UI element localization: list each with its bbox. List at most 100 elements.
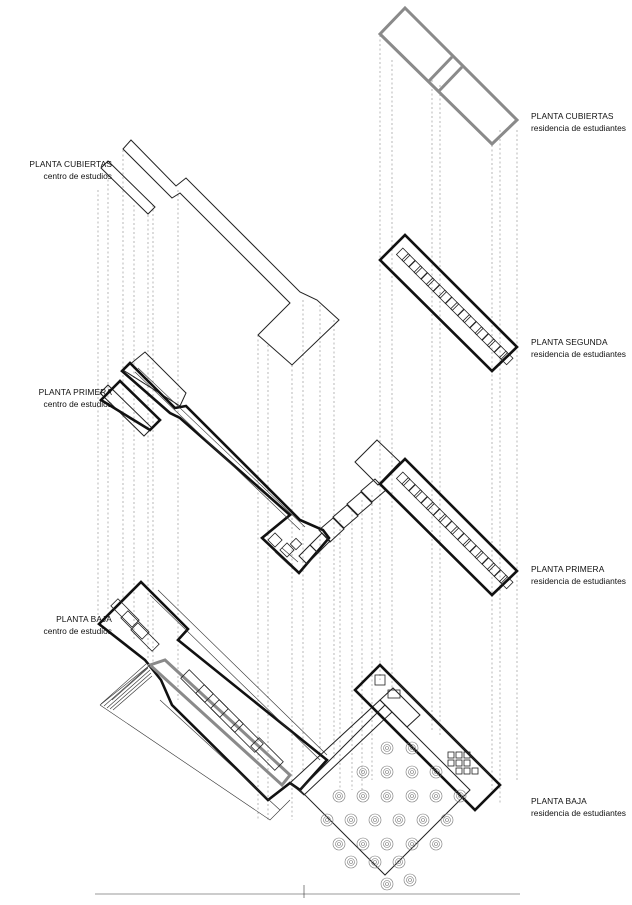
- residence-room: [498, 350, 514, 366]
- residence-room: [401, 477, 416, 492]
- tree-symbol: [405, 837, 419, 851]
- residence-second-rooms: [395, 247, 514, 366]
- first-floor-bridge: [298, 478, 387, 565]
- tree-symbol: [408, 840, 416, 848]
- residence-room: [450, 525, 465, 541]
- tree-symbol: [356, 789, 370, 803]
- tree-symbol: [380, 877, 394, 891]
- tree-symbol: [432, 792, 440, 800]
- label-study-first-subtitle: centro de estudios: [43, 399, 112, 409]
- tree-symbol: [332, 789, 346, 803]
- label-res-ground-title: PLANTA BAJA: [531, 796, 587, 806]
- ground-floor-rooms: [110, 589, 328, 771]
- residence-room: [437, 289, 453, 305]
- residence-second-floor: [378, 233, 519, 373]
- tree-symbol: [408, 744, 416, 752]
- residence-room: [493, 345, 509, 360]
- tree-symbol: [356, 837, 370, 851]
- tree-symbol: [347, 858, 355, 866]
- tree-symbol: [356, 765, 370, 779]
- label-res-ground-subtitle: residencia de estudiantes: [531, 808, 626, 818]
- residence-room: [481, 332, 496, 348]
- tree-symbol: [453, 789, 467, 803]
- tree-symbol: [397, 860, 401, 864]
- residence-roof-plan: [377, 5, 520, 147]
- residence-room: [481, 556, 496, 572]
- residence-room: [462, 314, 477, 329]
- residence-room: [444, 296, 460, 311]
- residence-room: [498, 574, 514, 590]
- tree-symbol: [332, 837, 346, 851]
- residence-room: [432, 508, 448, 523]
- tree-symbol: [419, 816, 427, 824]
- tree-symbol: [383, 880, 391, 888]
- residence-room: [420, 271, 435, 287]
- label-res-roof-title: PLANTA CUBIERTAS: [531, 111, 614, 121]
- residence-room: [425, 277, 441, 293]
- tree-symbol: [368, 813, 382, 827]
- tree-symbol: [403, 873, 417, 887]
- residence-room: [469, 544, 484, 560]
- label-study-ground-title: PLANTA BAJA: [56, 614, 112, 624]
- courtyard-trees: [320, 741, 467, 891]
- tree-symbol: [410, 794, 414, 798]
- residence-room: [462, 538, 477, 553]
- residence-room: [420, 495, 435, 511]
- residence-room: [408, 259, 423, 275]
- study-center-roof-plan: [100, 139, 340, 366]
- tree-symbol: [359, 840, 367, 848]
- tree-symbol: [383, 840, 391, 848]
- tree-symbol: [361, 770, 365, 774]
- tree-symbol: [456, 792, 464, 800]
- tree-symbol: [392, 813, 406, 827]
- tree-symbol: [335, 840, 343, 848]
- tree-symbol: [385, 794, 389, 798]
- label-res-first-subtitle: residencia de estudiantes: [531, 576, 626, 586]
- tree-symbol: [361, 842, 365, 846]
- tree-symbol: [445, 818, 449, 822]
- tree-symbol: [395, 816, 403, 824]
- tree-symbol: [371, 816, 379, 824]
- tree-symbol: [443, 816, 451, 824]
- tree-symbol: [408, 768, 416, 776]
- tree-symbol: [434, 770, 438, 774]
- projection-lines-study-center: [97, 150, 335, 820]
- label-study-ground: PLANTA BAJA centro de estudios: [0, 613, 112, 637]
- tree-symbol: [385, 882, 389, 886]
- residence-room: [450, 301, 465, 317]
- tree-symbol: [429, 837, 443, 851]
- tree-symbol: [325, 818, 329, 822]
- tree-symbol: [371, 858, 379, 866]
- tree-symbol: [335, 792, 343, 800]
- label-study-first-title: PLANTA PRIMERA: [38, 387, 112, 397]
- tree-symbol: [359, 768, 367, 776]
- tree-symbol: [410, 842, 414, 846]
- label-res-second: PLANTA SEGUNDA residencia de estudiantes: [531, 336, 631, 360]
- label-res-first: PLANTA PRIMERA residencia de estudiantes: [531, 563, 631, 587]
- label-study-roof: PLANTA CUBIERTAS centro de estudios: [0, 158, 112, 182]
- tree-symbol: [405, 741, 419, 755]
- tree-symbol: [405, 765, 419, 779]
- label-study-first: PLANTA PRIMERA centro de estudios: [0, 386, 112, 410]
- tree-symbol: [344, 813, 358, 827]
- label-res-first-title: PLANTA PRIMERA: [531, 564, 605, 574]
- tree-symbol: [410, 770, 414, 774]
- tree-symbol: [373, 818, 377, 822]
- tree-symbol: [380, 837, 394, 851]
- residence-first-floor: [354, 439, 519, 597]
- residence-room: [425, 501, 441, 517]
- tree-symbol: [373, 860, 377, 864]
- tree-symbol: [392, 855, 406, 869]
- residence-room: [408, 483, 423, 499]
- tree-symbol: [349, 818, 353, 822]
- tree-symbol: [405, 789, 419, 803]
- tree-symbol: [385, 746, 389, 750]
- tree-symbol: [380, 741, 394, 755]
- tree-symbol: [434, 842, 438, 846]
- tree-symbol: [368, 855, 382, 869]
- tree-symbol: [320, 813, 334, 827]
- label-study-ground-subtitle: centro de estudios: [43, 626, 112, 636]
- projection-lines-student-residence: [339, 35, 518, 805]
